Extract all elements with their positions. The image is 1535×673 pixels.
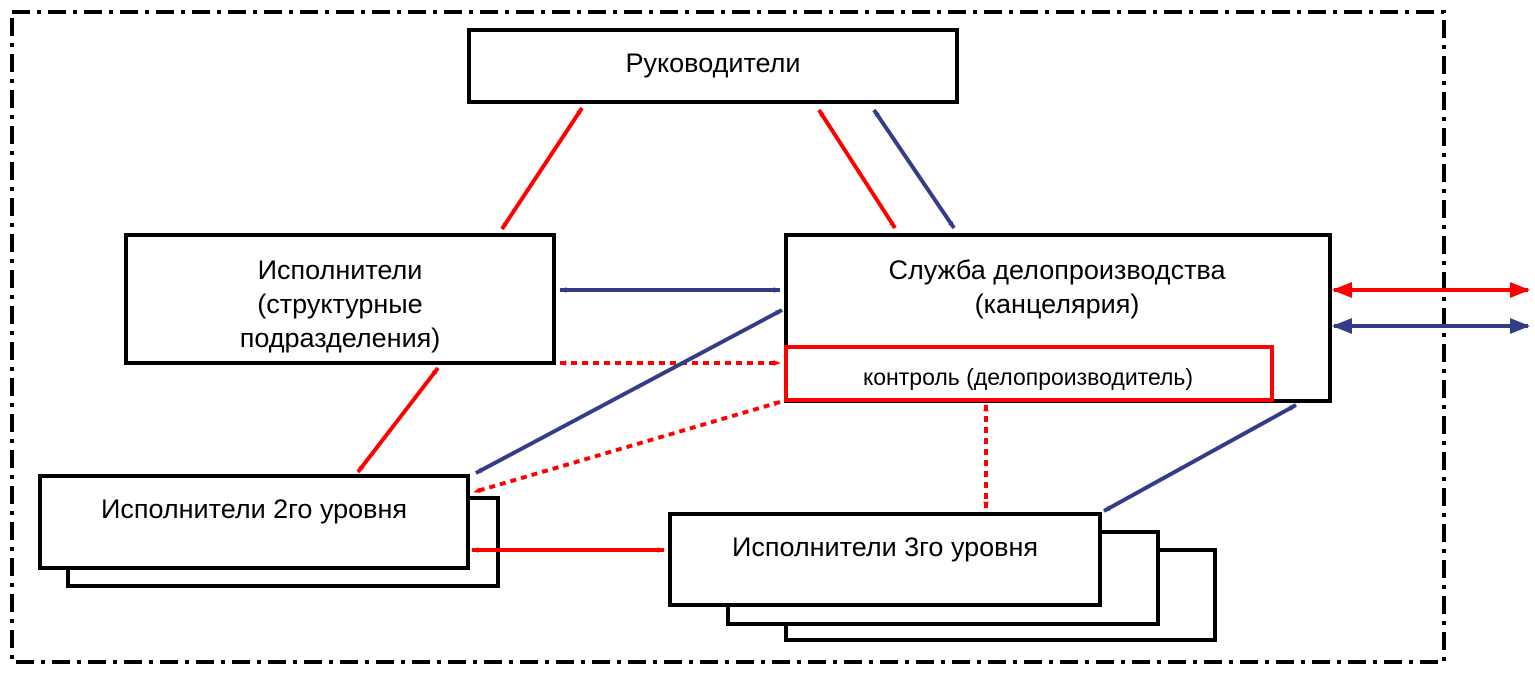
managers-label: Руководители [626,48,801,78]
level2-label: Исполнители 2го уровня [101,494,407,524]
records-service-label-line-1: Служба делопроизводства [889,255,1227,285]
arrow-managers-executors [500,106,584,231]
level3-label: Исполнители 3го уровня [732,532,1038,562]
arrow-managers-service-blue [872,108,956,230]
control-label: контроль (делопроизводитель) [863,364,1193,390]
executors-node: Исполнители (структурные подразделения) [124,233,556,365]
level2-executors-node: Исполнители 2го уровня [38,474,500,588]
executors-label-line-2: (структурные [257,289,422,319]
arrow-service-level3 [1103,403,1297,513]
records-service-label-line-2: (канцелярия) [975,289,1140,319]
executors-label-line-1: Исполнители [258,255,423,285]
executors-label-line-3: подразделения) [240,323,441,353]
arrow-control-level2 [473,400,781,494]
connectors [356,106,1530,553]
managers-node: Руководители [467,28,959,104]
arrow-executors-level2 [356,366,440,474]
control-node: контроль (делопроизводитель) [784,345,1274,402]
organization-boundary [10,10,1446,664]
level3-executors-node: Исполнители 3го уровня [668,512,1217,642]
